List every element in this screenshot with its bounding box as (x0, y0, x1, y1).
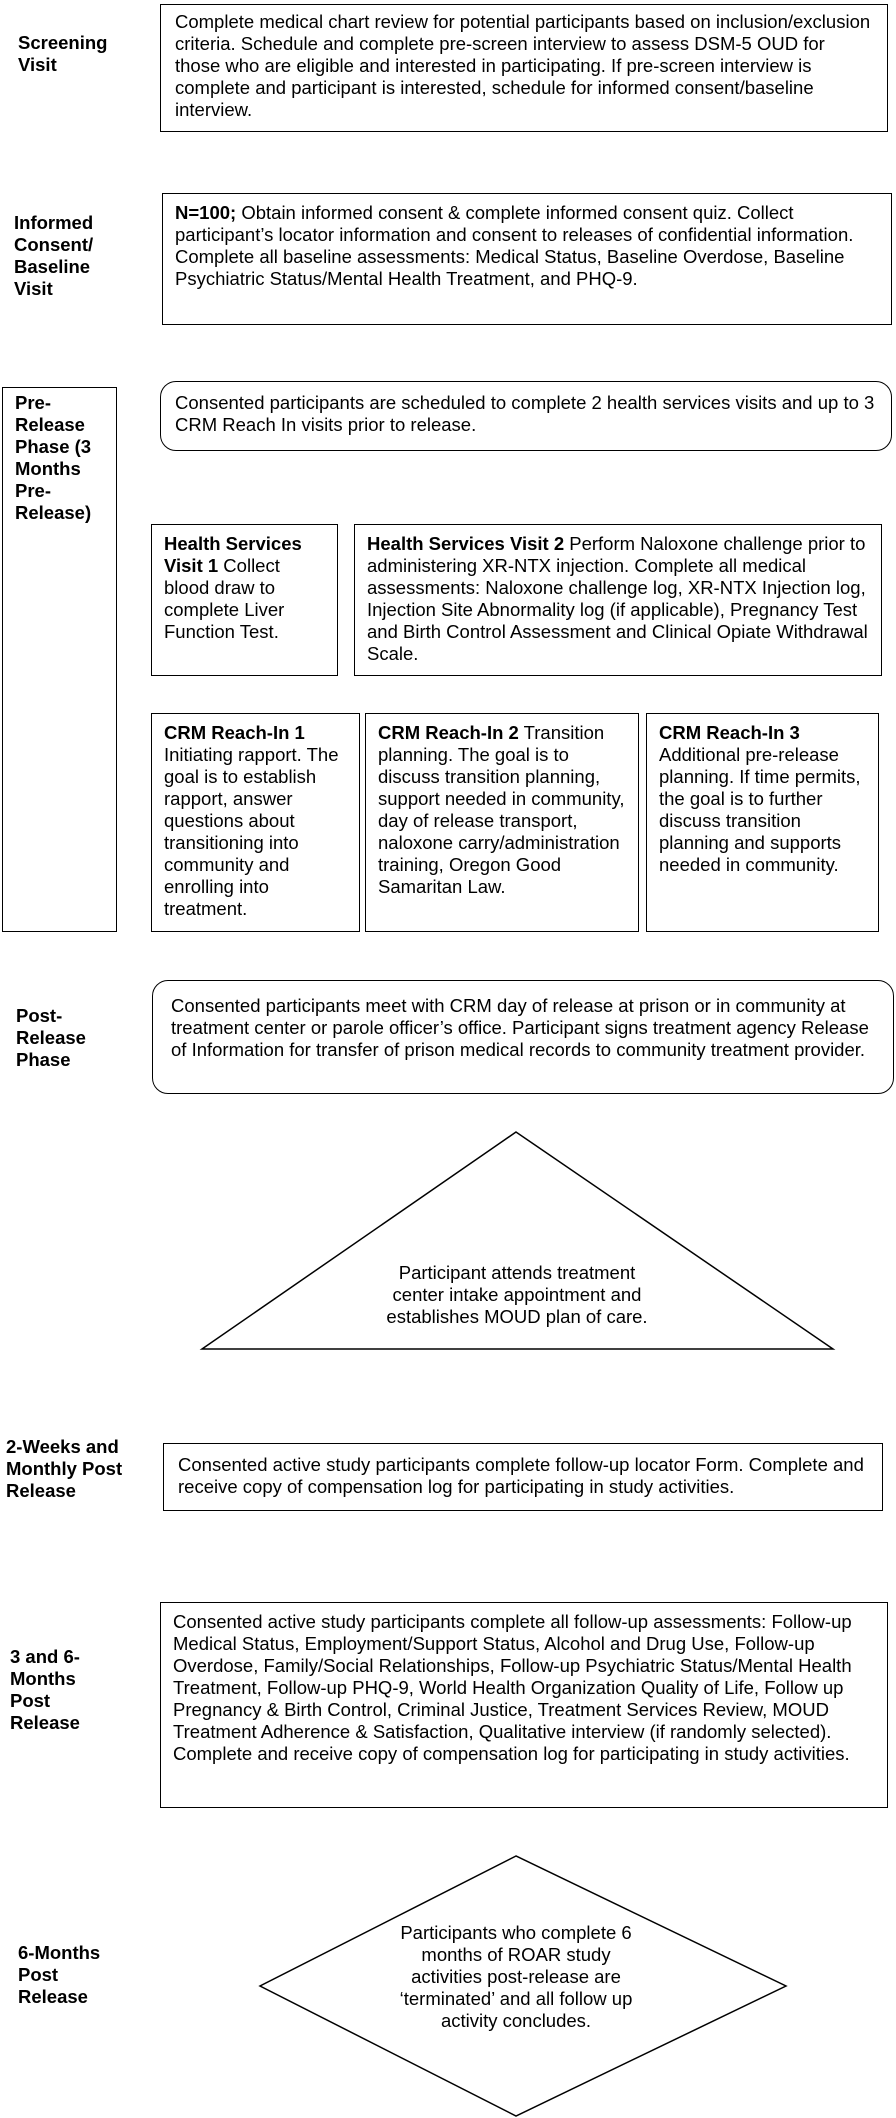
hsv1-text: Collect blood draw to complete Liver Fun… (164, 555, 285, 642)
phase-label-consent: Informed Consent/ Baseline Visit (14, 212, 94, 299)
phase-label-postrelease: Post-Release Phase (16, 1005, 86, 1070)
crm-reach-in-1-box: CRM Reach-In 1 Initiating rapport. The g… (151, 713, 360, 932)
crm3-text: Additional pre-release planning. If time… (659, 744, 861, 875)
phase-label-threesix: 3 and 6-Months Post Release (10, 1646, 80, 1733)
phase-label-prerelease: Pre-Release Phase (3 Months Pre-Release) (15, 392, 92, 523)
hsv2-title: Health Services Visit 2 (367, 533, 565, 554)
crm2-title: CRM Reach-In 2 (378, 722, 519, 743)
phase-label-sixmonths: 6-Months Post Release (18, 1942, 101, 2007)
consent-count: N=100; (175, 202, 237, 223)
postrelease-box: Consented participants meet with CRM day… (152, 980, 894, 1094)
crm3-title: CRM Reach-In 3 (659, 722, 800, 743)
triangle-text: Participant attends treatment center int… (386, 1262, 648, 1327)
crm2-text: Transition planning. The goal is to disc… (378, 722, 625, 897)
phase-label-screening: Screening Visit (18, 32, 108, 75)
crm1-title: CRM Reach-In 1 (164, 722, 305, 743)
phase-label-twoweeks: 2-Weeks and Monthly Post Release (6, 1436, 123, 1501)
consent-box: N=100; Obtain informed consent & complet… (162, 193, 892, 325)
crm-reach-in-2-box: CRM Reach-In 2 Transition planning. The … (365, 713, 639, 932)
screening-box: Complete medical chart review for potent… (160, 4, 888, 132)
crm1-text: Initiating rapport. The goal is to estab… (164, 744, 339, 919)
prerelease-label-box: Pre-Release Phase (3 Months Pre-Release) (2, 387, 117, 932)
hsv2-text: Perform Naloxone challenge prior to admi… (367, 533, 868, 664)
health-services-visit-2-box: Health Services Visit 2 Perform Naloxone… (354, 524, 882, 676)
health-services-visit-1-box: Health Services Visit 1 Collect blood dr… (151, 524, 338, 676)
diamond-text: Participants who complete 6 months of RO… (399, 1922, 633, 2031)
hsv1-title: Health Services Visit 1 (164, 533, 302, 576)
twoweeks-box: Consented active study participants comp… (163, 1443, 883, 1511)
consent-text: Obtain informed consent & complete infor… (175, 202, 854, 289)
crm-reach-in-3-box: CRM Reach-In 3 Additional pre-release pl… (646, 713, 879, 932)
prerelease-summary-box: Consented participants are scheduled to … (160, 381, 892, 451)
threesix-box: Consented active study participants comp… (160, 1602, 888, 1808)
